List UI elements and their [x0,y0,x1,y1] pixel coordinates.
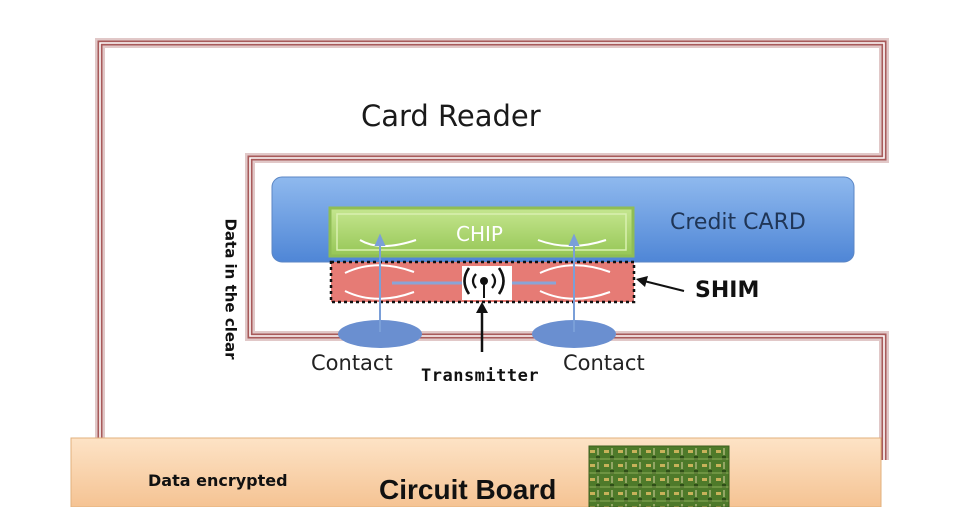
contact-label-right: Contact [563,351,645,375]
contact-pad-left [338,320,422,348]
contact-pad-right [532,320,616,348]
wireless-signal-icon [462,266,512,300]
card-reader-label: Card Reader [361,99,541,133]
contact-label-left: Contact [311,351,393,375]
card-reader-outline [95,38,889,460]
transmitter-arrow [476,302,488,352]
transmitter-label: Transmitter [421,366,540,386]
shim-arrow [636,276,685,292]
data-in-the-clear-label: Data in the clear [221,218,240,360]
circuit-board [70,437,882,508]
circuit-board-image [588,445,730,508]
data-encrypted-label: Data encrypted [148,471,288,490]
shim-label: SHIM [695,278,760,303]
circuit-board-label: Circuit Board [379,474,557,505]
chip-label: CHIP [456,222,503,246]
credit-card-label: Credit CARD [670,210,806,235]
